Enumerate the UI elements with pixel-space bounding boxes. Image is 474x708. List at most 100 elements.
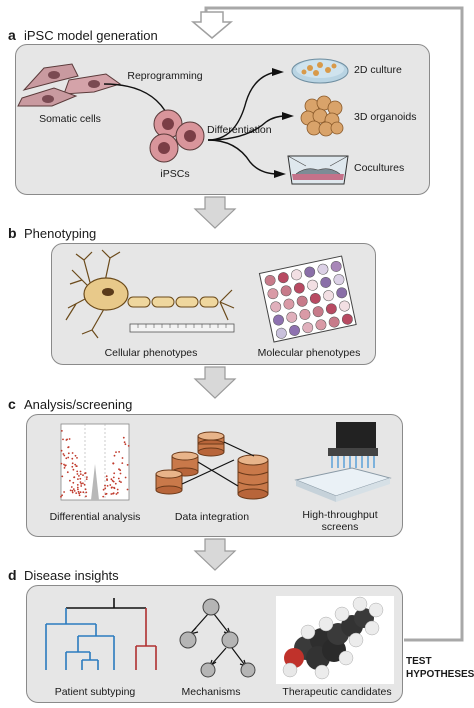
volcano-dot	[71, 465, 74, 468]
volcano-dot	[84, 488, 87, 491]
volcano-dot	[76, 470, 79, 473]
test-hypotheses-line1: TEST	[406, 656, 432, 667]
culture-dish-icon	[291, 58, 349, 84]
ruler-icon	[129, 323, 235, 333]
plate-well	[304, 266, 316, 278]
volcano-dot	[84, 472, 86, 475]
plate-well	[317, 263, 329, 275]
volcano-dot	[116, 488, 119, 491]
volcano-dot	[80, 482, 83, 485]
plate-well	[307, 279, 318, 291]
patient-subtyping-label: Patient subtyping	[54, 686, 136, 698]
plate-well	[280, 285, 292, 297]
panel-a	[15, 44, 430, 195]
reprogramming-label: Reprogramming	[127, 70, 203, 82]
volcano-dot	[71, 491, 74, 494]
volcano-dot	[127, 445, 130, 447]
differentiation-arrows	[207, 68, 294, 178]
volcano-dot	[79, 470, 82, 473]
volcano-dot	[71, 462, 74, 465]
hts-robot-icon	[294, 422, 392, 502]
plate-well	[309, 292, 321, 304]
volcano-dot	[110, 478, 113, 481]
volcano-dot	[72, 468, 75, 471]
volcano-dot	[115, 451, 117, 453]
plate-well	[325, 303, 337, 315]
data-integration-icon	[155, 431, 269, 500]
volcano-plot-icon	[60, 423, 130, 501]
plate-well	[341, 313, 353, 325]
plate-well	[277, 272, 289, 284]
mechanisms-icon	[179, 598, 256, 678]
volcano-dot	[74, 454, 77, 457]
volcano-dot	[75, 492, 78, 494]
section-a-title: iPSC model generation	[24, 28, 158, 43]
section-d-letter: d	[8, 567, 17, 583]
volcano-dot	[124, 476, 127, 479]
data-integration-label: Data integration	[174, 511, 250, 523]
volcano-dot	[74, 463, 77, 466]
organoid-icon	[300, 95, 344, 137]
volcano-dot	[112, 476, 115, 479]
volcano-dot	[116, 491, 119, 494]
volcano-dot	[67, 446, 69, 449]
volcano-dot	[76, 457, 78, 459]
volcano-dot	[63, 454, 66, 457]
volcano-dot	[126, 464, 129, 466]
volcano-dot	[104, 484, 106, 487]
volcano-dot	[72, 481, 75, 484]
well-plate-icon	[258, 255, 357, 343]
volcano-dot	[112, 462, 115, 465]
volcano-dot	[117, 477, 120, 480]
volcano-dot	[106, 478, 108, 480]
volcano-dot	[69, 489, 72, 492]
section-c-title: Analysis/screening	[24, 397, 133, 412]
differentiation-label: Differentiation	[207, 124, 272, 136]
plate-well	[267, 288, 279, 300]
plate-well	[333, 274, 345, 286]
cocultures-label: Cocultures	[354, 162, 405, 174]
volcano-dot	[112, 492, 114, 495]
plate-well	[270, 301, 282, 313]
volcano-dot	[75, 465, 78, 467]
volcano-dot	[72, 488, 75, 490]
volcano-dot	[73, 476, 75, 479]
section-d-title: Disease insights	[24, 568, 119, 583]
culture-2d-label: 2D culture	[354, 64, 402, 76]
volcano-dot	[70, 486, 73, 488]
volcano-dot	[77, 488, 79, 491]
plate-well	[296, 295, 308, 307]
volcano-dot	[111, 479, 114, 482]
plate-well	[330, 260, 342, 272]
molecule-icon	[276, 596, 394, 684]
volcano-dot	[63, 463, 65, 466]
plate-well	[291, 269, 302, 281]
plate-well	[283, 298, 295, 310]
arrow-c-to-d	[193, 538, 237, 571]
somatic-cells-icon	[17, 63, 122, 107]
test-hypotheses-line2: HYPOTHESES	[406, 669, 474, 680]
plate-well	[289, 325, 300, 336]
volcano-dot	[110, 493, 113, 495]
volcano-dot	[109, 484, 112, 486]
volcano-dot	[67, 452, 70, 455]
section-a-letter: a	[8, 27, 16, 43]
volcano-dot	[105, 475, 108, 478]
volcano-dot	[104, 493, 107, 495]
volcano-dot	[60, 462, 63, 465]
volcano-dot	[102, 488, 105, 491]
volcano-dot	[61, 494, 63, 497]
volcano-dot	[71, 457, 74, 460]
volcano-dot	[65, 439, 68, 441]
volcano-dot	[77, 490, 80, 493]
volcano-dot	[119, 469, 122, 472]
dendrogram-icon	[45, 598, 157, 670]
volcano-dot	[82, 491, 85, 494]
hts-label-line2: screens	[321, 521, 359, 533]
volcano-dot	[80, 485, 83, 487]
plate-well	[315, 319, 327, 331]
volcano-dot	[79, 477, 82, 480]
volcano-dot	[106, 485, 109, 487]
volcano-dot	[71, 452, 74, 454]
plate-well	[273, 314, 284, 326]
